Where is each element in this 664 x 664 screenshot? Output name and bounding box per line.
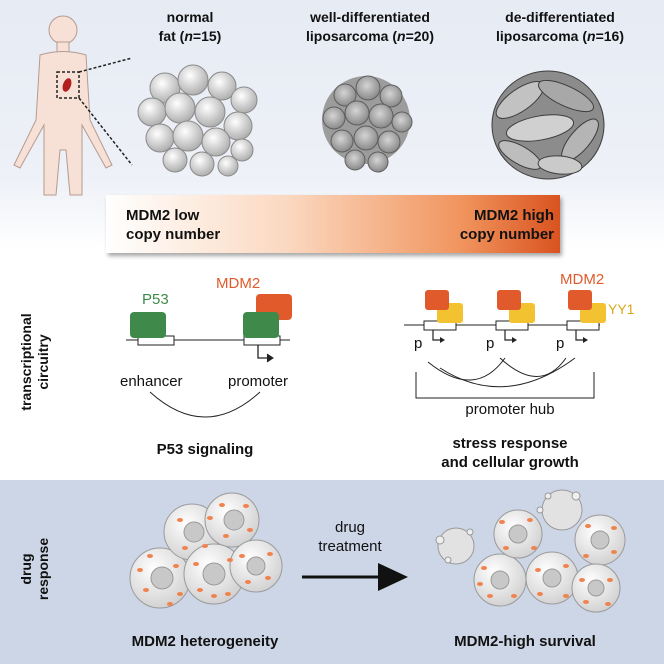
promoter-p-label: p [556, 335, 565, 352]
normal-fat-label: normal fat (n=15) [158, 9, 222, 44]
mdm2-dots [137, 503, 273, 606]
treatment-arrow [302, 563, 408, 591]
surviving-cells [435, 489, 626, 613]
mdm2-dots [477, 518, 617, 606]
p53-label: P53 [142, 291, 169, 308]
promoter-label: promoter [228, 373, 289, 390]
promoter-p-label: p [486, 335, 495, 352]
promoter-hub-label: promoter hub [465, 401, 555, 418]
well-differentiated-label: well-differentiated liposarcoma (n=20) [305, 9, 434, 44]
p53-protein-icon [130, 312, 166, 338]
p53-protein-icon [243, 312, 279, 338]
mdm2-high-survival-caption: MDM2-high survival [454, 633, 596, 650]
p53-enhancer-diagram [126, 294, 292, 418]
heterogeneous-cells [129, 492, 283, 609]
copy-number-gradient-bar [106, 195, 560, 253]
human-body-icon [13, 15, 113, 196]
tumor-location-marker [56, 57, 133, 166]
p53-signaling-caption: P53 signaling [156, 441, 254, 458]
de-differentiated-label: de-differentiated liposarcoma (n=16) [495, 9, 624, 44]
mdm2-label: MDM2 [560, 271, 605, 288]
enhancer-label: enhancer [120, 373, 183, 390]
promoter-p-label: p [414, 335, 423, 352]
de-differentiated-cells [491, 70, 605, 180]
mdm2-label: MDM2 [216, 275, 261, 292]
mdm2-heterogeneity-caption: MDM2 heterogeneity [131, 633, 279, 650]
well-differentiated-cells [322, 75, 413, 173]
promoter-hub-diagram [404, 290, 606, 399]
yy1-label: YY1 [608, 301, 635, 317]
normal-fat-cells [137, 64, 258, 177]
